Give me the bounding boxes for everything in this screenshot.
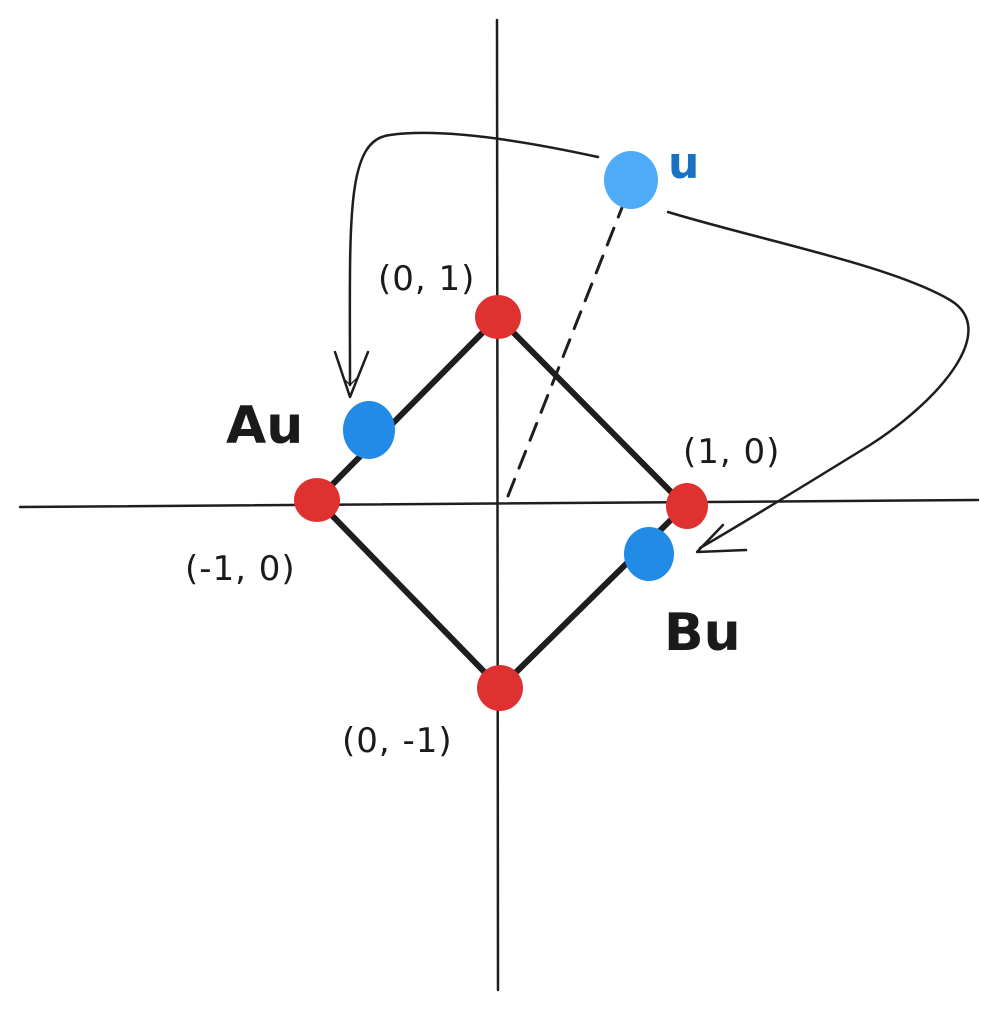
- arrow-head-bu: [695, 523, 748, 554]
- vertex-point-right: [666, 483, 708, 529]
- dashed-line-origin-to-u: [506, 198, 627, 498]
- x-axis: [18, 498, 980, 509]
- vertex-point-left: [294, 478, 340, 522]
- vertex-point-bottom: [477, 665, 523, 711]
- arrow-u-to-bu: [666, 210, 970, 550]
- u-point: [604, 151, 658, 209]
- arrow-u-to-au: [350, 131, 600, 387]
- label-bu: Bu: [664, 603, 741, 663]
- y-axis: [495, 18, 500, 992]
- label-au: Au: [226, 396, 303, 456]
- label-u: u: [668, 138, 699, 189]
- au-point: [343, 401, 395, 459]
- label-bottom-vertex: (0, -1): [342, 721, 453, 761]
- label-right-vertex: (1, 0): [683, 432, 780, 472]
- bu-point: [624, 527, 674, 581]
- label-left-vertex: (-1, 0): [185, 549, 296, 589]
- arrow-head-au: [333, 350, 370, 399]
- label-top-vertex: (0, 1): [378, 259, 475, 299]
- vertex-point-top: [475, 295, 521, 339]
